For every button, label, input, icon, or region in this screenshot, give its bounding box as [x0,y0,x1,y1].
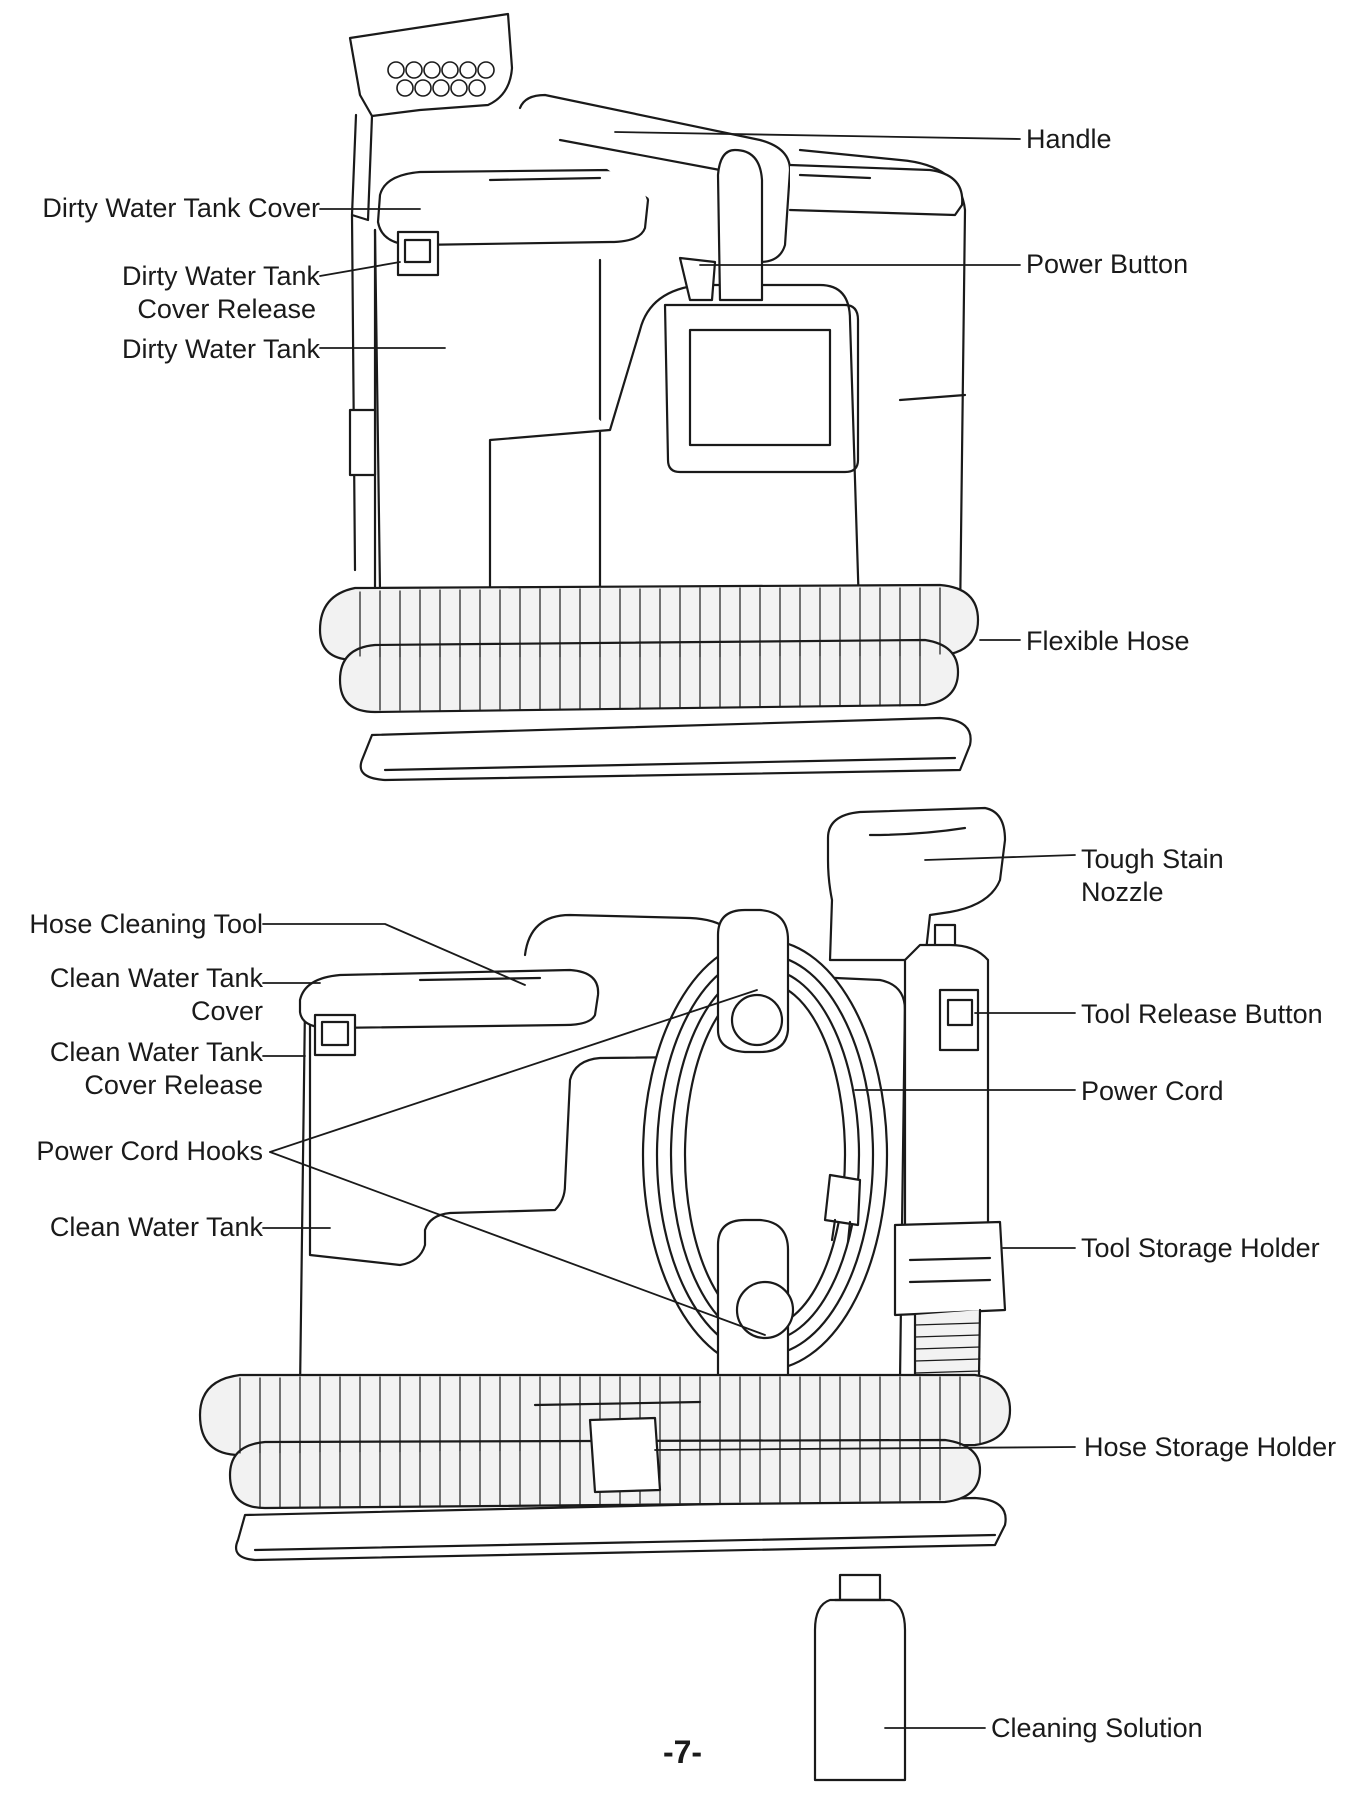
label-hose-storage-holder: Hose Storage Holder [1084,1432,1337,1462]
label-tool-release-button: Tool Release Button [1081,999,1323,1029]
label-flexible-hose: Flexible Hose [1026,626,1190,656]
label-power-cord-hooks: Power Cord Hooks [36,1136,263,1166]
label-dirty-water-tank-cover-release-line2: Cover Release [137,294,316,324]
page-number: -7- [662,1734,703,1770]
leader-lines [262,131,1076,1729]
label-power-cord: Power Cord [1081,1076,1224,1106]
label-tough-stain-nozzle-line2: Nozzle [1081,877,1164,907]
label-clean-water-tank-cover-release-line1: Clean Water Tank [49,1037,263,1067]
label-dirty-water-tank-cover-release-line1: Dirty Water Tank [121,261,320,291]
cleaning-solution-bottle [813,1573,907,1782]
label-handle: Handle [1026,124,1112,154]
label-tough-stain-nozzle-line1: Tough Stain [1081,844,1224,874]
label-clean-water-tank-cover-line1: Clean Water Tank [49,963,263,993]
label-hose-cleaning-tool: Hose Cleaning Tool [29,909,263,939]
label-power-button: Power Button [1026,249,1189,279]
label-tool-storage-holder: Tool Storage Holder [1081,1233,1320,1263]
label-cleaning-solution: Cleaning Solution [991,1713,1203,1743]
label-clean-water-tank-cover-line2: Cover [190,996,263,1026]
top-unit-illustration [318,12,980,782]
label-clean-water-tank-cover-release-line2: Cover Release [84,1070,263,1100]
label-dirty-water-tank-cover: Dirty Water Tank Cover [42,193,320,223]
label-dirty-water-tank: Dirty Water Tank [121,334,320,364]
label-clean-water-tank: Clean Water Tank [49,1212,263,1242]
bottom-unit-illustration [198,806,1012,1562]
